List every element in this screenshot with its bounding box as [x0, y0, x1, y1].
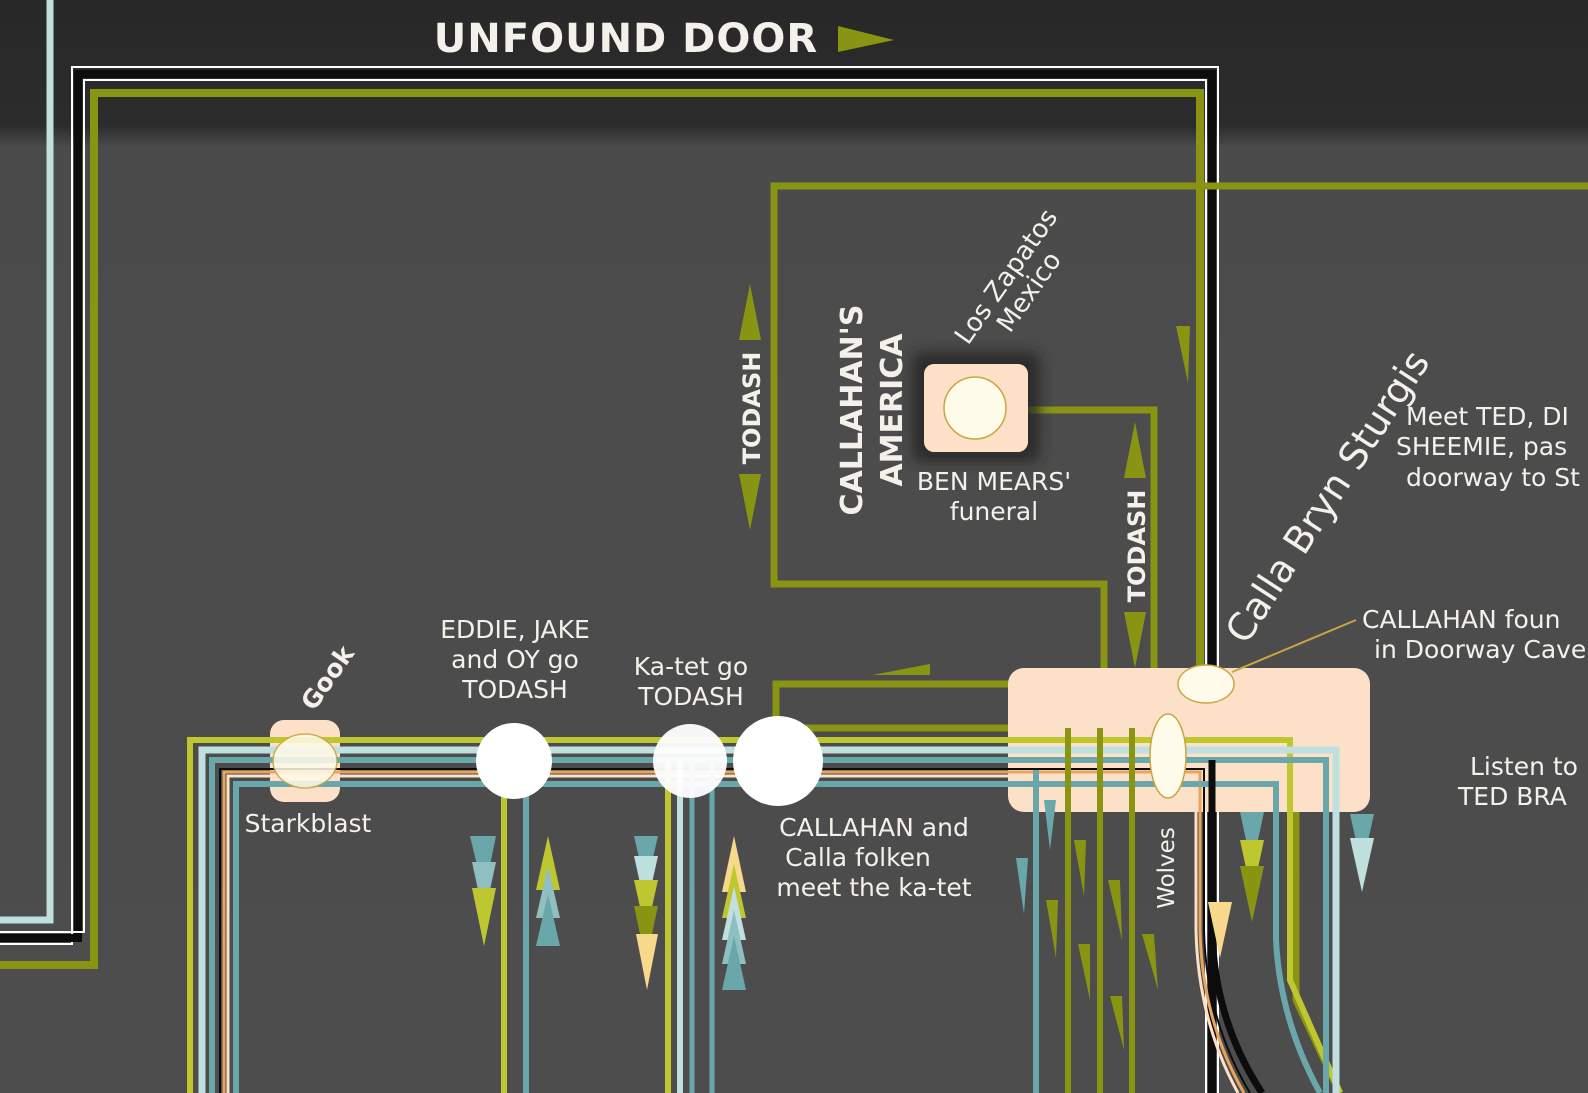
- katet-todash-node: [653, 724, 727, 798]
- callahans-america-line2: AMERICA: [875, 333, 910, 487]
- ben-mears-funeral-node: [943, 376, 1007, 440]
- ben-mears-label-line2: funeral: [950, 497, 1038, 526]
- callahan-and-line2: Calla folken: [785, 843, 931, 872]
- katet-label-line2: TODASH: [637, 682, 744, 711]
- olive-down-arrow: [1176, 326, 1190, 383]
- todash-right-up-arrow: [1124, 422, 1146, 478]
- todash-left-label: TODASH: [738, 352, 766, 465]
- teal-inner-route: [233, 781, 1323, 1093]
- meet-ted-line3: doorway to St: [1406, 463, 1580, 492]
- katet-arrows: [634, 836, 746, 990]
- peach-bundle-route: [226, 774, 1240, 1093]
- meet-ted-line2: SHEEMIE, pas: [1396, 432, 1567, 461]
- unfound-door-label: UNFOUND DOOR: [434, 16, 818, 62]
- eddie-label-line3: TODASH: [461, 675, 568, 704]
- callahans-america-line1: CALLAHAN'S: [835, 305, 870, 516]
- olive-upper-route: [770, 182, 1588, 684]
- door-frame-white-inner: [0, 79, 1207, 1093]
- black-thin-route: [219, 768, 1251, 1093]
- todash-right-label: TODASH: [1123, 490, 1151, 603]
- eddie-arrows: [470, 836, 560, 946]
- olive-left-arrow: [872, 664, 930, 675]
- calla-arrows: [1016, 800, 1374, 1050]
- todash-left-down-arrow: [739, 474, 761, 530]
- left-light-blue-route: [0, 0, 54, 924]
- door-frame-white-outer: [0, 66, 1219, 1093]
- olive-door-route: [0, 89, 1204, 969]
- door-frame-black: [0, 70, 1216, 1093]
- starkblast-node: [272, 733, 338, 789]
- eddie-label-line2: and OY go: [451, 645, 579, 674]
- wolves-node: [1149, 713, 1187, 799]
- doorway-cave-node: [1177, 664, 1235, 704]
- door-black-curve: [1208, 760, 1265, 1093]
- todash-right-down-arrow: [1124, 612, 1146, 668]
- listen-line2: TED BRA: [1457, 782, 1567, 811]
- orange-bundle-route: [222, 770, 1246, 1093]
- lime-bundle-route: [187, 737, 1343, 1093]
- todash-left-up-arrow: [739, 284, 761, 340]
- eddie-todash-node: [476, 723, 552, 799]
- callahan-and-line3: meet the ka-tet: [776, 873, 971, 902]
- wolves-label: Wolves: [1154, 827, 1180, 909]
- listen-line1: Listen to: [1470, 752, 1578, 781]
- callahan-meet-node: [733, 716, 823, 806]
- eddie-label-line1: EDDIE, JAKE: [440, 615, 590, 644]
- callahan-found-pointer: [1231, 619, 1357, 673]
- katet-label-line1: Ka-tet go: [634, 652, 748, 681]
- starkblast-label: Starkblast: [245, 809, 372, 838]
- ben-mears-label-line1: BEN MEARS': [917, 467, 1071, 496]
- callahan-and-line1: CALLAHAN and: [779, 813, 969, 842]
- unfound-door-arrow: [838, 26, 894, 52]
- callahan-found-line2: in Doorway Cave: [1374, 635, 1586, 664]
- callahan-found-line1: CALLAHAN foun: [1362, 605, 1560, 634]
- meet-ted-line1: Meet TED, DI: [1406, 402, 1569, 431]
